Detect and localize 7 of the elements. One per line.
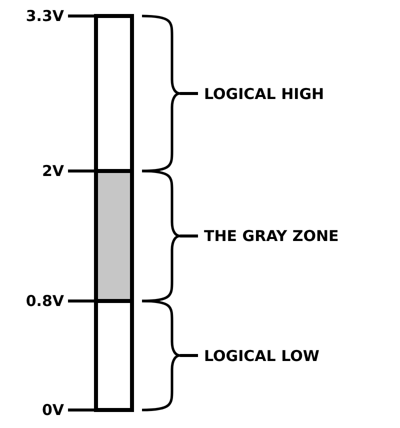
voltage-label: 2V: [40, 162, 64, 180]
zone-label: THE GRAY ZONE: [204, 227, 339, 245]
voltage-label: 0.8V: [24, 292, 64, 310]
zone-label: LOGICAL LOW: [204, 346, 320, 364]
voltage-label: 0V: [40, 401, 64, 419]
zone-label: LOGICAL HIGH: [204, 84, 324, 102]
voltage-label: 3.3V: [24, 7, 64, 25]
